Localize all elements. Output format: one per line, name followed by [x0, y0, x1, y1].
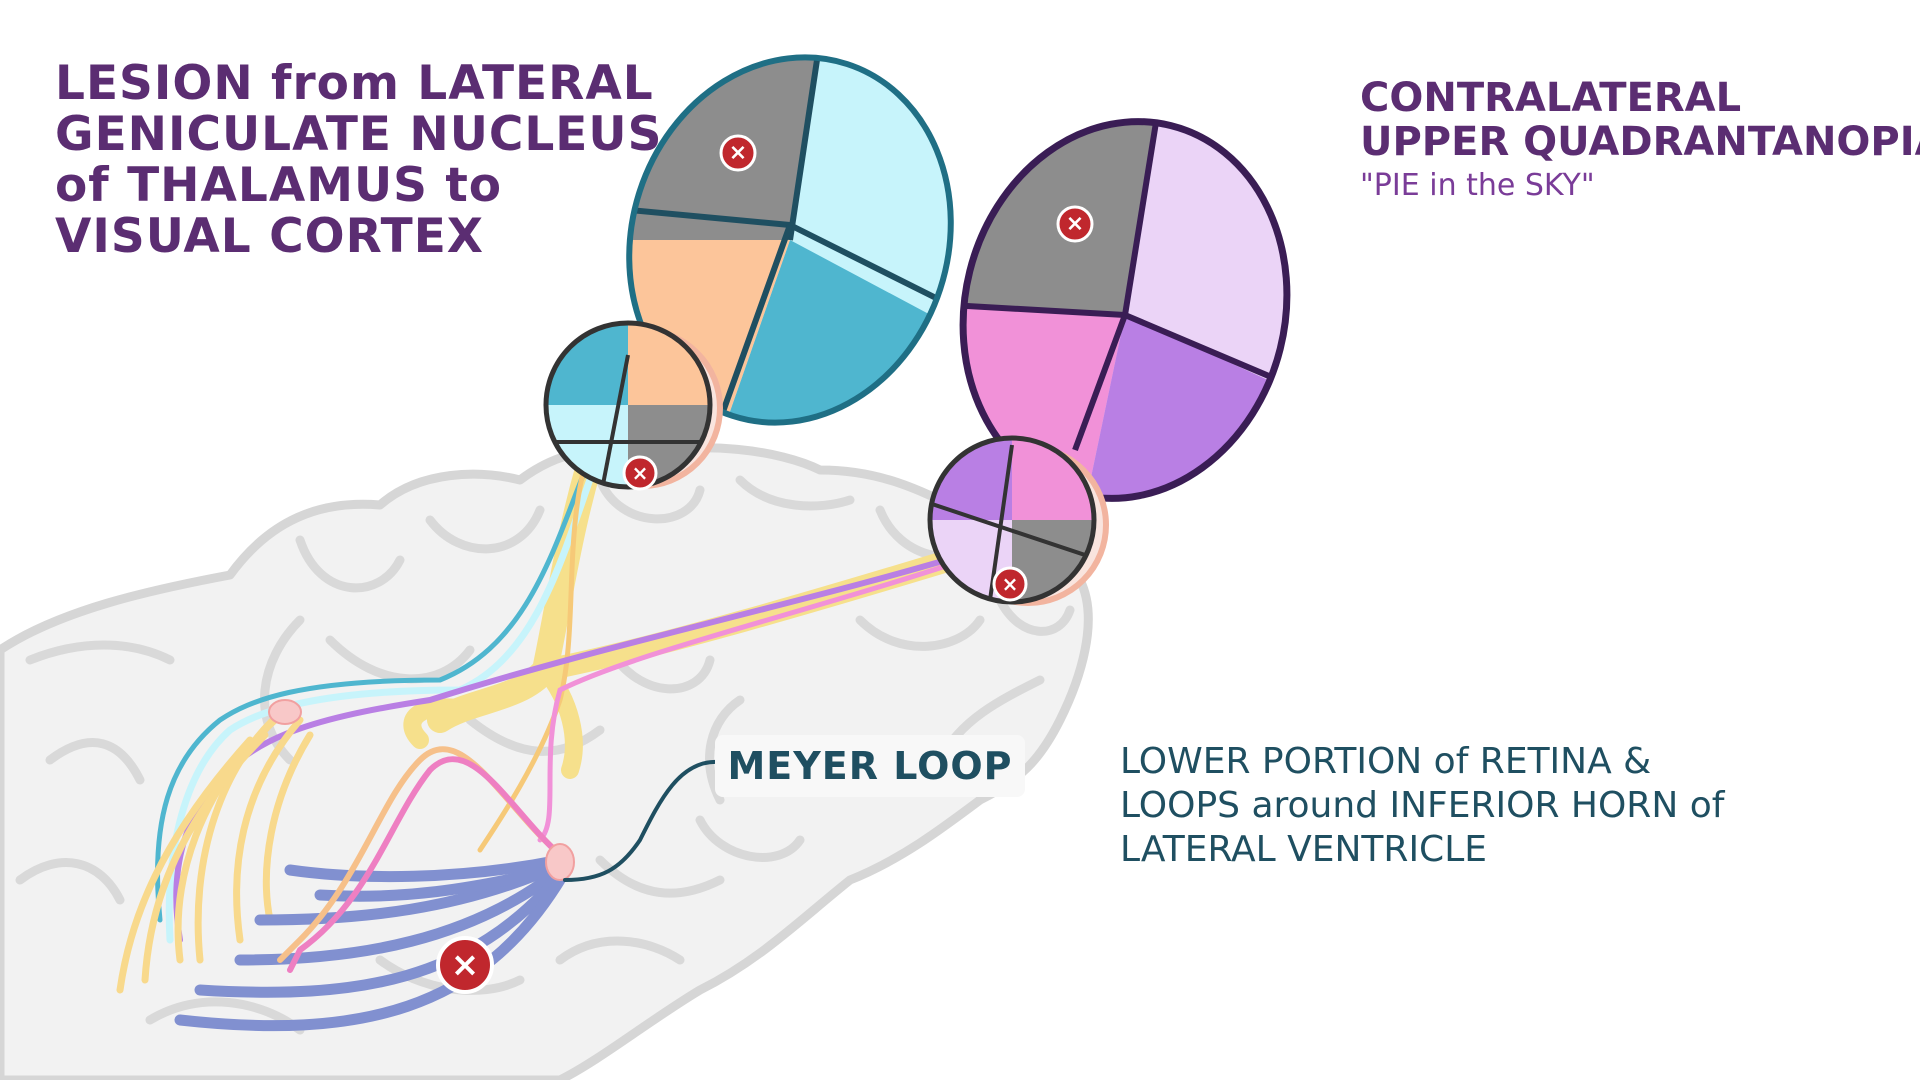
left-visual-field-outline — [626, 54, 954, 426]
meyer-loop-colored-fibers — [277, 746, 563, 973]
description-line-3: LATERAL VENTRICLE — [1120, 829, 1487, 870]
title-line-1: LESION from LATERAL — [55, 56, 654, 111]
lesion-title: LESION from LATERAL GENICULATE NUCLEUS o… — [55, 58, 662, 262]
result-line-2: UPPER QUADRANTANOPIA — [1360, 119, 1920, 165]
title-line-4: VISUAL CORTEX — [55, 209, 485, 264]
lesion-marker: × — [992, 566, 1028, 602]
svg-text:×: × — [451, 945, 480, 985]
result-line-1: CONTRALATERAL — [1360, 75, 1742, 121]
svg-text:×: × — [632, 461, 649, 485]
lgn-markers — [268, 699, 575, 881]
lesion-marker-meyer-loop: × — [436, 936, 494, 994]
result-label: CONTRALATERAL UPPER QUADRANTANOPIA "PIE … — [1360, 76, 1920, 204]
meyer-loop-label: MEYER LOOP — [727, 744, 1013, 788]
svg-text:×: × — [1066, 212, 1084, 237]
meyer-loop-callout: MEYER LOOP — [715, 735, 1025, 797]
svg-text:×: × — [729, 141, 747, 166]
title-line-2: GENICULATE NUCLEUS — [55, 107, 663, 162]
lesion-marker: × — [622, 455, 658, 491]
callout-leader-line — [563, 759, 720, 882]
description-line-2: LOOPS around INFERIOR HORN of — [1120, 785, 1725, 826]
description-line-1: LOWER PORTION of RETINA & — [1120, 741, 1652, 782]
lesion-marker: × — [1056, 205, 1094, 243]
upper-radiations — [116, 701, 314, 994]
title-line-3: of THALAMUS to — [55, 158, 503, 213]
meyer-loop-description: LOWER PORTION of RETINA & LOOPS around I… — [1120, 740, 1724, 872]
lesion-marker: × — [719, 134, 757, 172]
result-nickname: "PIE in the SKY" — [1360, 168, 1595, 203]
svg-text:×: × — [1002, 572, 1019, 596]
meyer-loop — [174, 854, 566, 1032]
